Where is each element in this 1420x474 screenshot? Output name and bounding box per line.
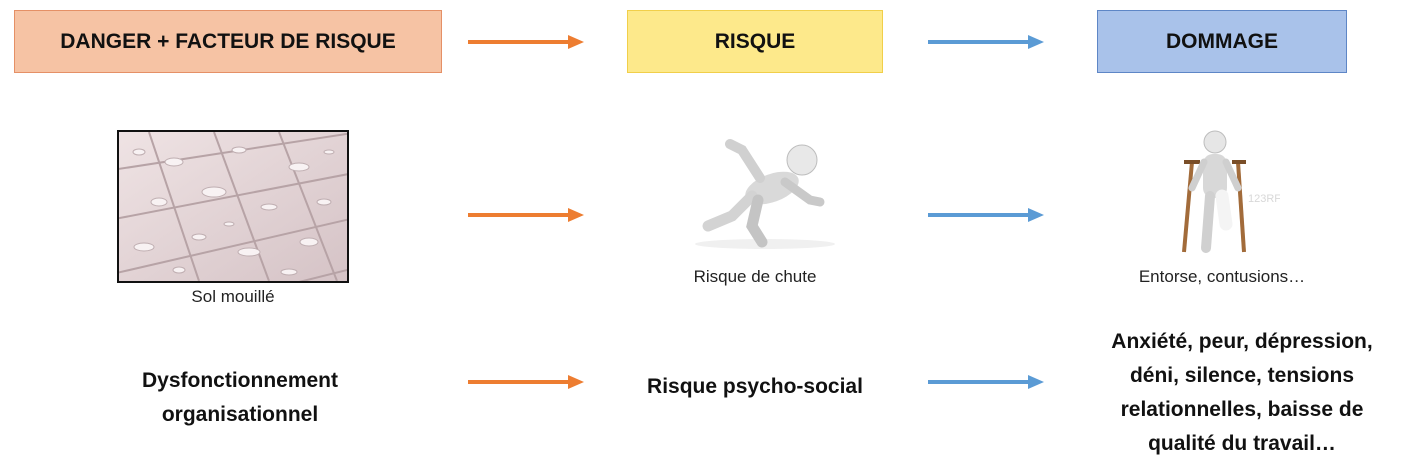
risque-header-label: RISQUE bbox=[714, 29, 796, 53]
danger-caption: Sol mouillé bbox=[191, 287, 275, 306]
falling-person-icon bbox=[695, 139, 835, 249]
psychosocial-dommage-line: relationnelles, baisse de bbox=[1120, 398, 1364, 421]
blue-arrow-1 bbox=[928, 35, 1044, 49]
risque-caption: Risque de chute bbox=[693, 267, 817, 286]
orange-arrow-2 bbox=[468, 208, 584, 222]
watermark-text: 123RF bbox=[1248, 193, 1280, 205]
psychosocial-dommage-line: déni, silence, tensions bbox=[1129, 364, 1355, 387]
person-on-crutches-icon: 123RF bbox=[1182, 130, 1280, 253]
psychosocial-dommage-text: Anxiété, peur, dépression, déni, silence… bbox=[1072, 325, 1412, 461]
orange-arrow-3 bbox=[468, 375, 584, 389]
blue-arrow-3 bbox=[928, 375, 1044, 389]
psychosocial-danger-text: Dysfonctionnement organisationnel bbox=[141, 369, 338, 426]
psychosocial-dommage-line: qualité du travail… bbox=[1148, 432, 1336, 455]
dommage-caption: Entorse, contusions… bbox=[1138, 267, 1306, 286]
psychosocial-risque-text: Risque psycho-social bbox=[647, 375, 863, 398]
danger-header-box: DANGER + FACTEUR DE RISQUE bbox=[14, 10, 442, 73]
wet-floor-image bbox=[117, 130, 349, 283]
risque-header-box: RISQUE bbox=[627, 10, 883, 73]
dommage-header-label: DOMMAGE bbox=[1166, 29, 1278, 53]
psychosocial-dommage-line: Anxiété, peur, dépression, bbox=[1111, 330, 1373, 353]
blue-arrow-2 bbox=[928, 208, 1044, 222]
orange-arrow-1 bbox=[468, 35, 584, 49]
dommage-header-box: DOMMAGE bbox=[1097, 10, 1347, 73]
wet-floor-tiles-icon bbox=[119, 132, 347, 281]
danger-header-label: DANGER + FACTEUR DE RISQUE bbox=[60, 29, 396, 53]
